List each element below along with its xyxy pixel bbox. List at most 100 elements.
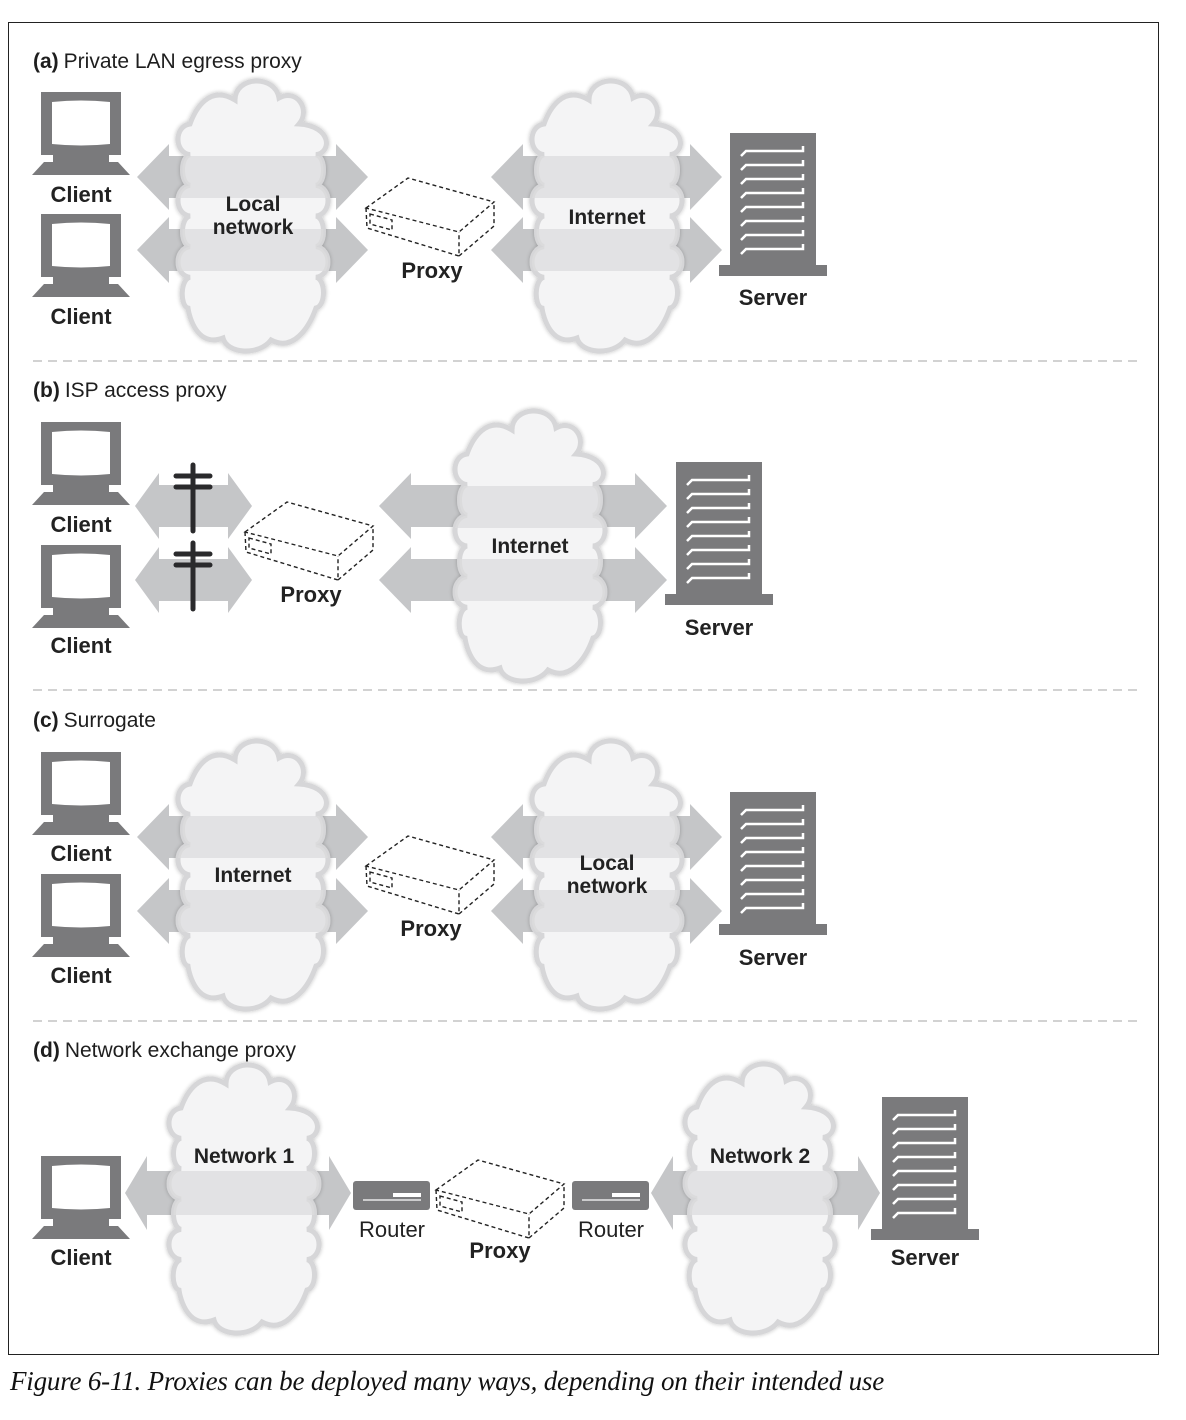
server-vent-line (740, 174, 805, 185)
proxy-box-top (364, 177, 496, 233)
server-vent-line (686, 545, 751, 556)
server-vent-line (892, 1124, 957, 1135)
keyboard (32, 162, 130, 175)
keyboard (32, 615, 130, 628)
router-label: Router (578, 1217, 644, 1242)
client-label: Client (50, 841, 112, 866)
phone-pole-icon (173, 462, 213, 534)
panel-d: (d)Network exchange proxy Network 1 Clie… (32, 1039, 979, 1336)
monitor-screen (52, 100, 110, 146)
client-icon (32, 545, 130, 628)
cloud-arrow-band (178, 229, 328, 271)
client-icon (32, 422, 130, 505)
figure-caption: Figure 6-11. Proxies can be deployed man… (10, 1366, 884, 1396)
cloud-local-network (529, 738, 685, 1012)
proxy-box-side (337, 526, 374, 581)
proxy-label: Proxy (469, 1238, 531, 1263)
proxy-box-side (458, 860, 495, 915)
proxy-deployment-diagram: (a)Private LAN egress proxy Local networ… (32, 50, 1140, 1336)
proxy-label: Proxy (280, 582, 342, 607)
server-body (730, 792, 816, 924)
proxy-box-port (369, 213, 393, 231)
cloud-arrow-band (685, 1171, 835, 1215)
proxy-icon (364, 835, 496, 915)
server-label: Server (685, 615, 754, 640)
client-label: Client (50, 1245, 112, 1270)
server-vent-line (740, 819, 805, 830)
server-base (871, 1229, 979, 1240)
server-vent-line (740, 833, 805, 844)
monitor-stand (53, 155, 109, 162)
proxy-box-front (435, 1189, 530, 1239)
client-icon (32, 92, 130, 175)
cloud-shape (175, 78, 331, 354)
monitor-stand (53, 1219, 109, 1226)
server-vent-line (892, 1152, 957, 1163)
monitor-screen (52, 430, 110, 476)
proxy-box-front (365, 207, 460, 257)
cloud-label: Network 2 (710, 1145, 810, 1168)
cloud-arrow-band (169, 1171, 319, 1215)
cloud-shape (452, 408, 608, 684)
server-body (882, 1097, 968, 1229)
keyboard (32, 944, 130, 957)
server-icon (665, 462, 773, 605)
proxy-box-side (528, 1184, 565, 1239)
server-vent-line (686, 573, 751, 584)
cloud-arrow-band (532, 229, 682, 271)
cloud-arrow-band (532, 890, 682, 932)
server-vent-line (740, 146, 805, 157)
cloud-internet (529, 78, 685, 354)
cloud-network-2 (682, 1061, 838, 1336)
cloud-arrow-band (455, 486, 605, 528)
server-label: Server (891, 1245, 960, 1270)
panel-title: (b)ISP access proxy (33, 379, 227, 402)
monitor-screen (52, 760, 110, 806)
keyboard (32, 284, 130, 297)
server-icon (871, 1097, 979, 1240)
server-vent-line (740, 188, 805, 199)
cloud-label: Network 1 (194, 1145, 295, 1168)
router-label: Router (359, 1217, 425, 1242)
server-vent-line (892, 1194, 957, 1205)
proxy-box-side (458, 202, 495, 257)
panel-c: (c)Surrogate Internet Client Client Prox… (32, 709, 827, 1012)
panel-title-text: Surrogate (64, 709, 156, 732)
server-body (730, 133, 816, 265)
proxy-box-front (365, 865, 460, 915)
client-label: Client (50, 633, 112, 658)
panel-title-text: ISP access proxy (65, 379, 227, 402)
cloud-label-line1: Local (580, 852, 635, 875)
router-icon (353, 1181, 430, 1210)
cloud-arrow-band (178, 816, 328, 858)
proxy-box-top (434, 1159, 566, 1215)
server-vent-line (740, 889, 805, 900)
cloud-arrow-band (455, 559, 605, 601)
router-led-bar (393, 1193, 421, 1197)
panel-title: (a)Private LAN egress proxy (33, 50, 302, 73)
client-label: Client (50, 512, 112, 537)
panel-a: (a)Private LAN egress proxy Local networ… (32, 50, 827, 354)
server-vent-line (892, 1110, 957, 1121)
cloud-label-line2: network (213, 216, 294, 239)
monitor-screen (52, 1164, 110, 1210)
cloud-label: Internet (214, 864, 291, 887)
phone-pole-icon (173, 540, 213, 612)
cloud-label: Internet (568, 206, 645, 229)
server-vent-line (686, 559, 751, 570)
server-vent-line (740, 244, 805, 255)
router-body (572, 1181, 649, 1210)
server-vent-line (686, 489, 751, 500)
proxy-box-port (369, 871, 393, 889)
monitor-stand (53, 608, 109, 615)
router-body (353, 1181, 430, 1210)
server-body (676, 462, 762, 594)
client-label: Client (50, 182, 112, 207)
server-base (719, 265, 827, 276)
cloud-arrow-band (178, 156, 328, 198)
server-vent-line (740, 903, 805, 914)
cloud-shape (529, 78, 685, 354)
monitor-screen (52, 222, 110, 268)
monitor-stand (53, 485, 109, 492)
proxy-box-top (364, 835, 496, 891)
